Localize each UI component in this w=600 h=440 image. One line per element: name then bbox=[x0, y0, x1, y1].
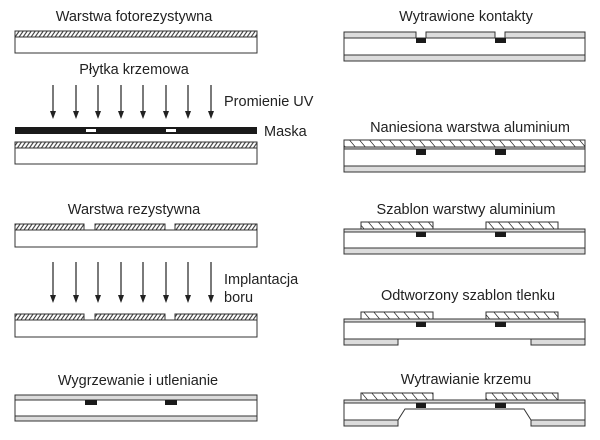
step-resist-pattern: Warstwa rezystywna bbox=[14, 202, 258, 248]
step-exposure: Promienie UV Maska bbox=[14, 85, 314, 165]
uv-arrow-head bbox=[163, 111, 169, 119]
mask bbox=[15, 127, 257, 134]
photoresist-layer bbox=[14, 30, 258, 38]
oxide-bottom bbox=[343, 247, 586, 255]
uv-arrows bbox=[50, 85, 214, 119]
oxide-top bbox=[14, 394, 258, 401]
silicon-wafer bbox=[14, 147, 258, 165]
boron-region bbox=[416, 232, 426, 237]
implant-arrow-head bbox=[208, 295, 214, 303]
label-oxide-pattern: Odtworzony szablon tlenku bbox=[381, 288, 555, 304]
boron-region bbox=[495, 149, 506, 155]
implant-arrows bbox=[50, 262, 214, 303]
mask-opening bbox=[166, 129, 176, 132]
mask-opening bbox=[86, 129, 96, 132]
aluminium-pad bbox=[360, 311, 434, 320]
implant-arrow-head bbox=[50, 295, 56, 303]
label-resist: Warstwa rezystywna bbox=[68, 202, 201, 218]
implant-arrow-head bbox=[163, 295, 169, 303]
step-photoresist: Warstwa fotorezystywna Płytka krzemowa bbox=[14, 9, 258, 78]
oxide-bottom bbox=[343, 54, 586, 62]
resist-segment bbox=[14, 313, 85, 321]
uv-arrow-head bbox=[118, 111, 124, 119]
photoresist-layer bbox=[14, 141, 258, 149]
silicon-wafer bbox=[14, 229, 258, 248]
oxide-bottom bbox=[343, 165, 586, 173]
label-implant-2: boru bbox=[224, 290, 253, 306]
silicon-wafer bbox=[14, 399, 258, 417]
step-anneal: Wygrzewanie i utlenianie bbox=[14, 373, 258, 422]
label-photoresist: Warstwa fotorezystywna bbox=[56, 9, 214, 25]
silicon-wafer bbox=[14, 319, 258, 338]
uv-arrow-head bbox=[73, 111, 79, 119]
uv-arrow-head bbox=[140, 111, 146, 119]
label-al-deposit: Naniesiona warstwa aluminium bbox=[370, 120, 570, 136]
step-oxide-pattern: Odtworzony szablon tlenku bbox=[343, 288, 586, 346]
aluminium-pad bbox=[360, 221, 434, 230]
step-al-pattern: Szablon warstwy aluminium bbox=[343, 202, 586, 255]
oxide-bottom-right bbox=[530, 338, 586, 346]
boron-region bbox=[416, 149, 426, 155]
silicon-wafer bbox=[14, 36, 258, 54]
boron-region bbox=[495, 38, 506, 43]
step-contacts: Wytrawione kontakty bbox=[343, 9, 586, 62]
uv-arrow-head bbox=[95, 111, 101, 119]
label-wafer: Płytka krzemowa bbox=[79, 62, 190, 78]
resist-segment bbox=[174, 313, 258, 321]
label-mask: Maska bbox=[264, 124, 308, 140]
oxide-top bbox=[343, 31, 586, 39]
label-implant-1: Implantacja bbox=[224, 272, 299, 288]
uv-arrow-head bbox=[208, 111, 214, 119]
boron-region bbox=[416, 403, 426, 408]
uv-arrow-head bbox=[50, 111, 56, 119]
boron-region bbox=[416, 322, 426, 327]
implant-arrow-head bbox=[185, 295, 191, 303]
boron-region bbox=[495, 322, 506, 327]
boron-region bbox=[495, 232, 506, 237]
implant-arrow-head bbox=[140, 295, 146, 303]
label-anneal: Wygrzewanie i utlenianie bbox=[58, 373, 218, 389]
oxide-bottom-right bbox=[530, 419, 586, 427]
boron-region bbox=[165, 400, 177, 405]
oxide-bottom-left bbox=[343, 338, 399, 346]
implant-arrow-head bbox=[95, 295, 101, 303]
uv-arrow-head bbox=[185, 111, 191, 119]
oxide-bottom-left bbox=[343, 419, 399, 427]
aluminium-pad bbox=[360, 392, 434, 401]
aluminium-pad bbox=[485, 311, 559, 320]
aluminium-layer bbox=[343, 139, 586, 148]
silicon-wafer bbox=[343, 321, 586, 340]
resist-segment bbox=[14, 223, 85, 231]
implant-arrow-head bbox=[118, 295, 124, 303]
label-si-etch: Wytrawianie krzemu bbox=[401, 372, 531, 388]
resist-segment bbox=[174, 223, 258, 231]
etched-silicon bbox=[343, 402, 586, 421]
step-implant: Implantacja boru bbox=[14, 262, 299, 338]
implant-arrow-head bbox=[73, 295, 79, 303]
boron-region bbox=[495, 403, 506, 408]
aluminium-pad bbox=[485, 221, 559, 230]
silicon-wafer bbox=[343, 37, 586, 56]
step-al-deposit: Naniesiona warstwa aluminium bbox=[343, 120, 586, 173]
resist-segment bbox=[94, 313, 166, 321]
oxide-bottom bbox=[14, 415, 258, 422]
silicon-wafer bbox=[343, 231, 586, 249]
aluminium-pad bbox=[485, 392, 559, 401]
step-si-etch: Wytrawianie krzemu bbox=[343, 372, 586, 427]
boron-region bbox=[416, 38, 426, 43]
label-uv: Promienie UV bbox=[224, 94, 314, 110]
silicon-wafer bbox=[343, 148, 586, 167]
label-al-pattern: Szablon warstwy aluminium bbox=[377, 202, 556, 218]
boron-region bbox=[85, 400, 97, 405]
label-contacts: Wytrawione kontakty bbox=[399, 9, 533, 25]
resist-segment bbox=[94, 223, 166, 231]
